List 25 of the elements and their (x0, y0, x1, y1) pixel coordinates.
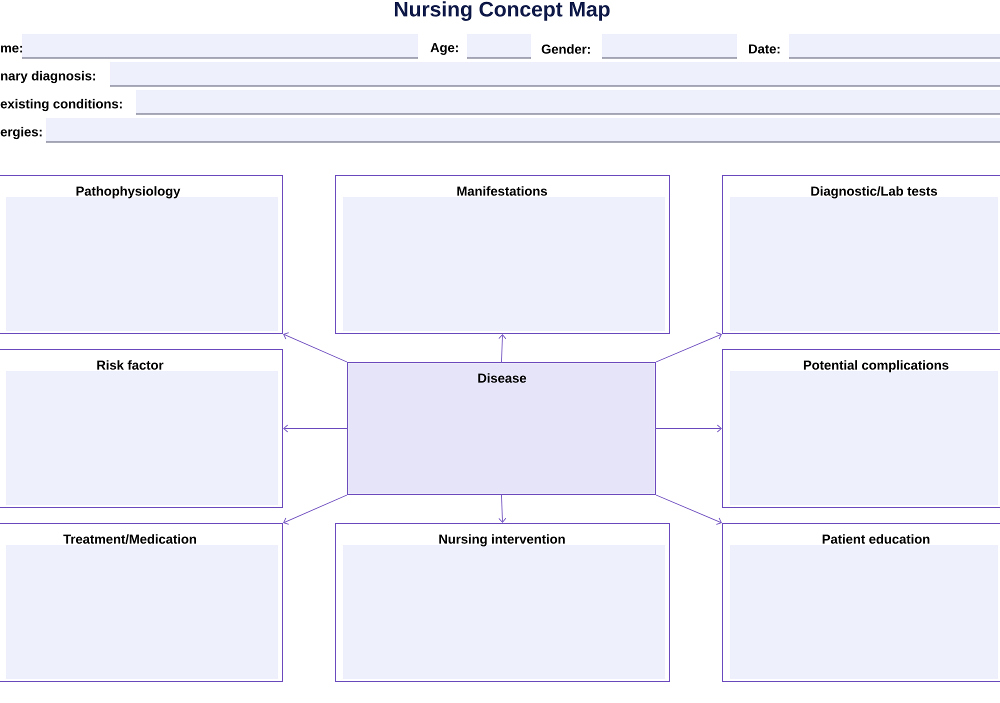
arrow (283, 494, 348, 525)
title: Nursing Concept Map (394, 1, 610, 21)
arrow (283, 332, 348, 362)
arrow (498, 334, 506, 362)
arrow (656, 332, 722, 362)
concept-box: Manifestations (335, 175, 670, 334)
concept-box: Patient education (722, 523, 1000, 682)
concept-box: Nursing intervention (335, 523, 670, 682)
field-label: me: (1, 45, 22, 53)
central-box: Disease (347, 362, 656, 495)
concept-box: Diagnostic/Lab tests (722, 175, 1000, 334)
field-label: existing conditions: (0, 98, 122, 112)
concept-box: Pathophysiology (0, 175, 283, 334)
field-label: ergies: (0, 126, 42, 140)
concept-box: Treatment/Medication (0, 523, 283, 682)
concept-box: Potential complications (722, 349, 1000, 508)
concept-box: Risk factor (0, 349, 283, 508)
arrow (498, 494, 506, 523)
arrow (283, 424, 348, 432)
field-label: Date: (749, 44, 780, 54)
arrow (656, 494, 722, 525)
field-label: nary diagnosis: (1, 70, 96, 84)
field-label: Age: (430, 43, 458, 55)
field-label: Gender: (542, 44, 590, 54)
arrow (656, 424, 722, 432)
